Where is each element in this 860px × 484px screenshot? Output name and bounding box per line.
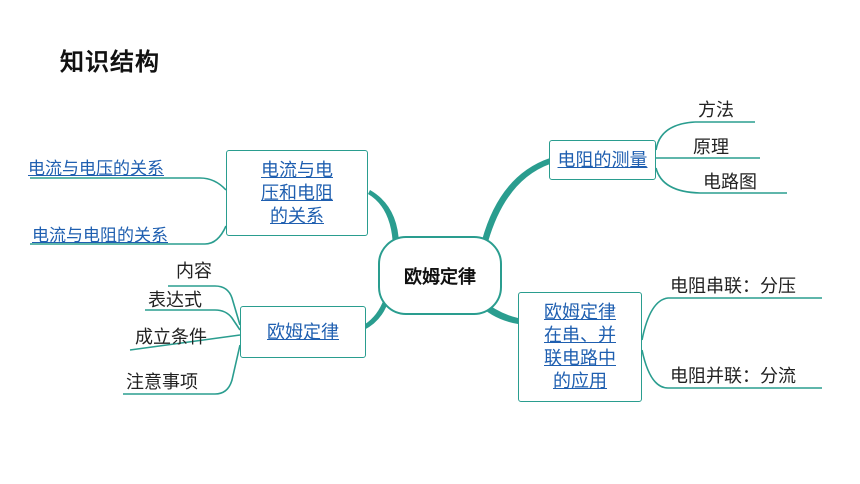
node-line: 电流与电 [261,159,333,181]
page-title: 知识结构 [60,48,160,76]
connector-lb-4 [123,344,241,395]
connector-lb-3 [129,334,241,351]
leaf-current-voltage[interactable]: 电流与电压的关系 [28,159,164,179]
connector-rt-3 [655,167,787,194]
node-resistance-measurement[interactable]: 电阻的测量 [549,140,656,180]
center-label: 欧姆定律 [404,266,476,288]
connector-rt-1b [655,121,696,151]
leaf-parallel-divides-current: 电阻并联：分流 [670,366,796,387]
leaf-series-divides-voltage: 电阻串联：分压 [670,276,796,297]
node-line: 的应用 [553,371,607,392]
leaf-circuit-diagram: 电路图 [703,172,757,193]
leaf-principle: 原理 [693,137,729,158]
leaf-current-resistance[interactable]: 电流与电阻的关系 [32,226,168,246]
leaf-content: 内容 [176,261,212,282]
node-ohms-law[interactable]: 欧姆定律 [240,306,366,358]
connector-rb-1 [641,297,822,341]
connector-lt-1 [30,177,227,191]
leaf-method: 方法 [698,100,734,121]
node-line: 在串、并 [544,325,616,346]
center-node: 欧姆定律 [378,236,502,315]
node-line: 压和电阻 [261,182,333,204]
connector-lt-2 [30,225,227,245]
branch-to-right-top [482,158,550,242]
leaf-conditions: 成立条件 [135,327,207,348]
node-current-voltage-resistance[interactable]: 电流与电 压和电阻 的关系 [226,150,368,236]
connector-lb-2 [145,309,241,331]
node-label: 电阻的测量 [557,149,648,171]
node-label: 欧姆定律 [267,321,339,343]
node-ohms-law-application[interactable]: 欧姆定律 在串、并 联电路中 的应用 [518,292,642,402]
leaf-notes: 注意事项 [126,372,198,393]
leaf-expression: 表达式 [148,290,202,311]
node-line: 欧姆定律 [544,302,616,323]
node-line: 联电路中 [544,348,616,369]
connector-rb-2 [641,349,822,389]
node-line: 的关系 [270,205,324,227]
connector-lb-1 [168,285,241,326]
